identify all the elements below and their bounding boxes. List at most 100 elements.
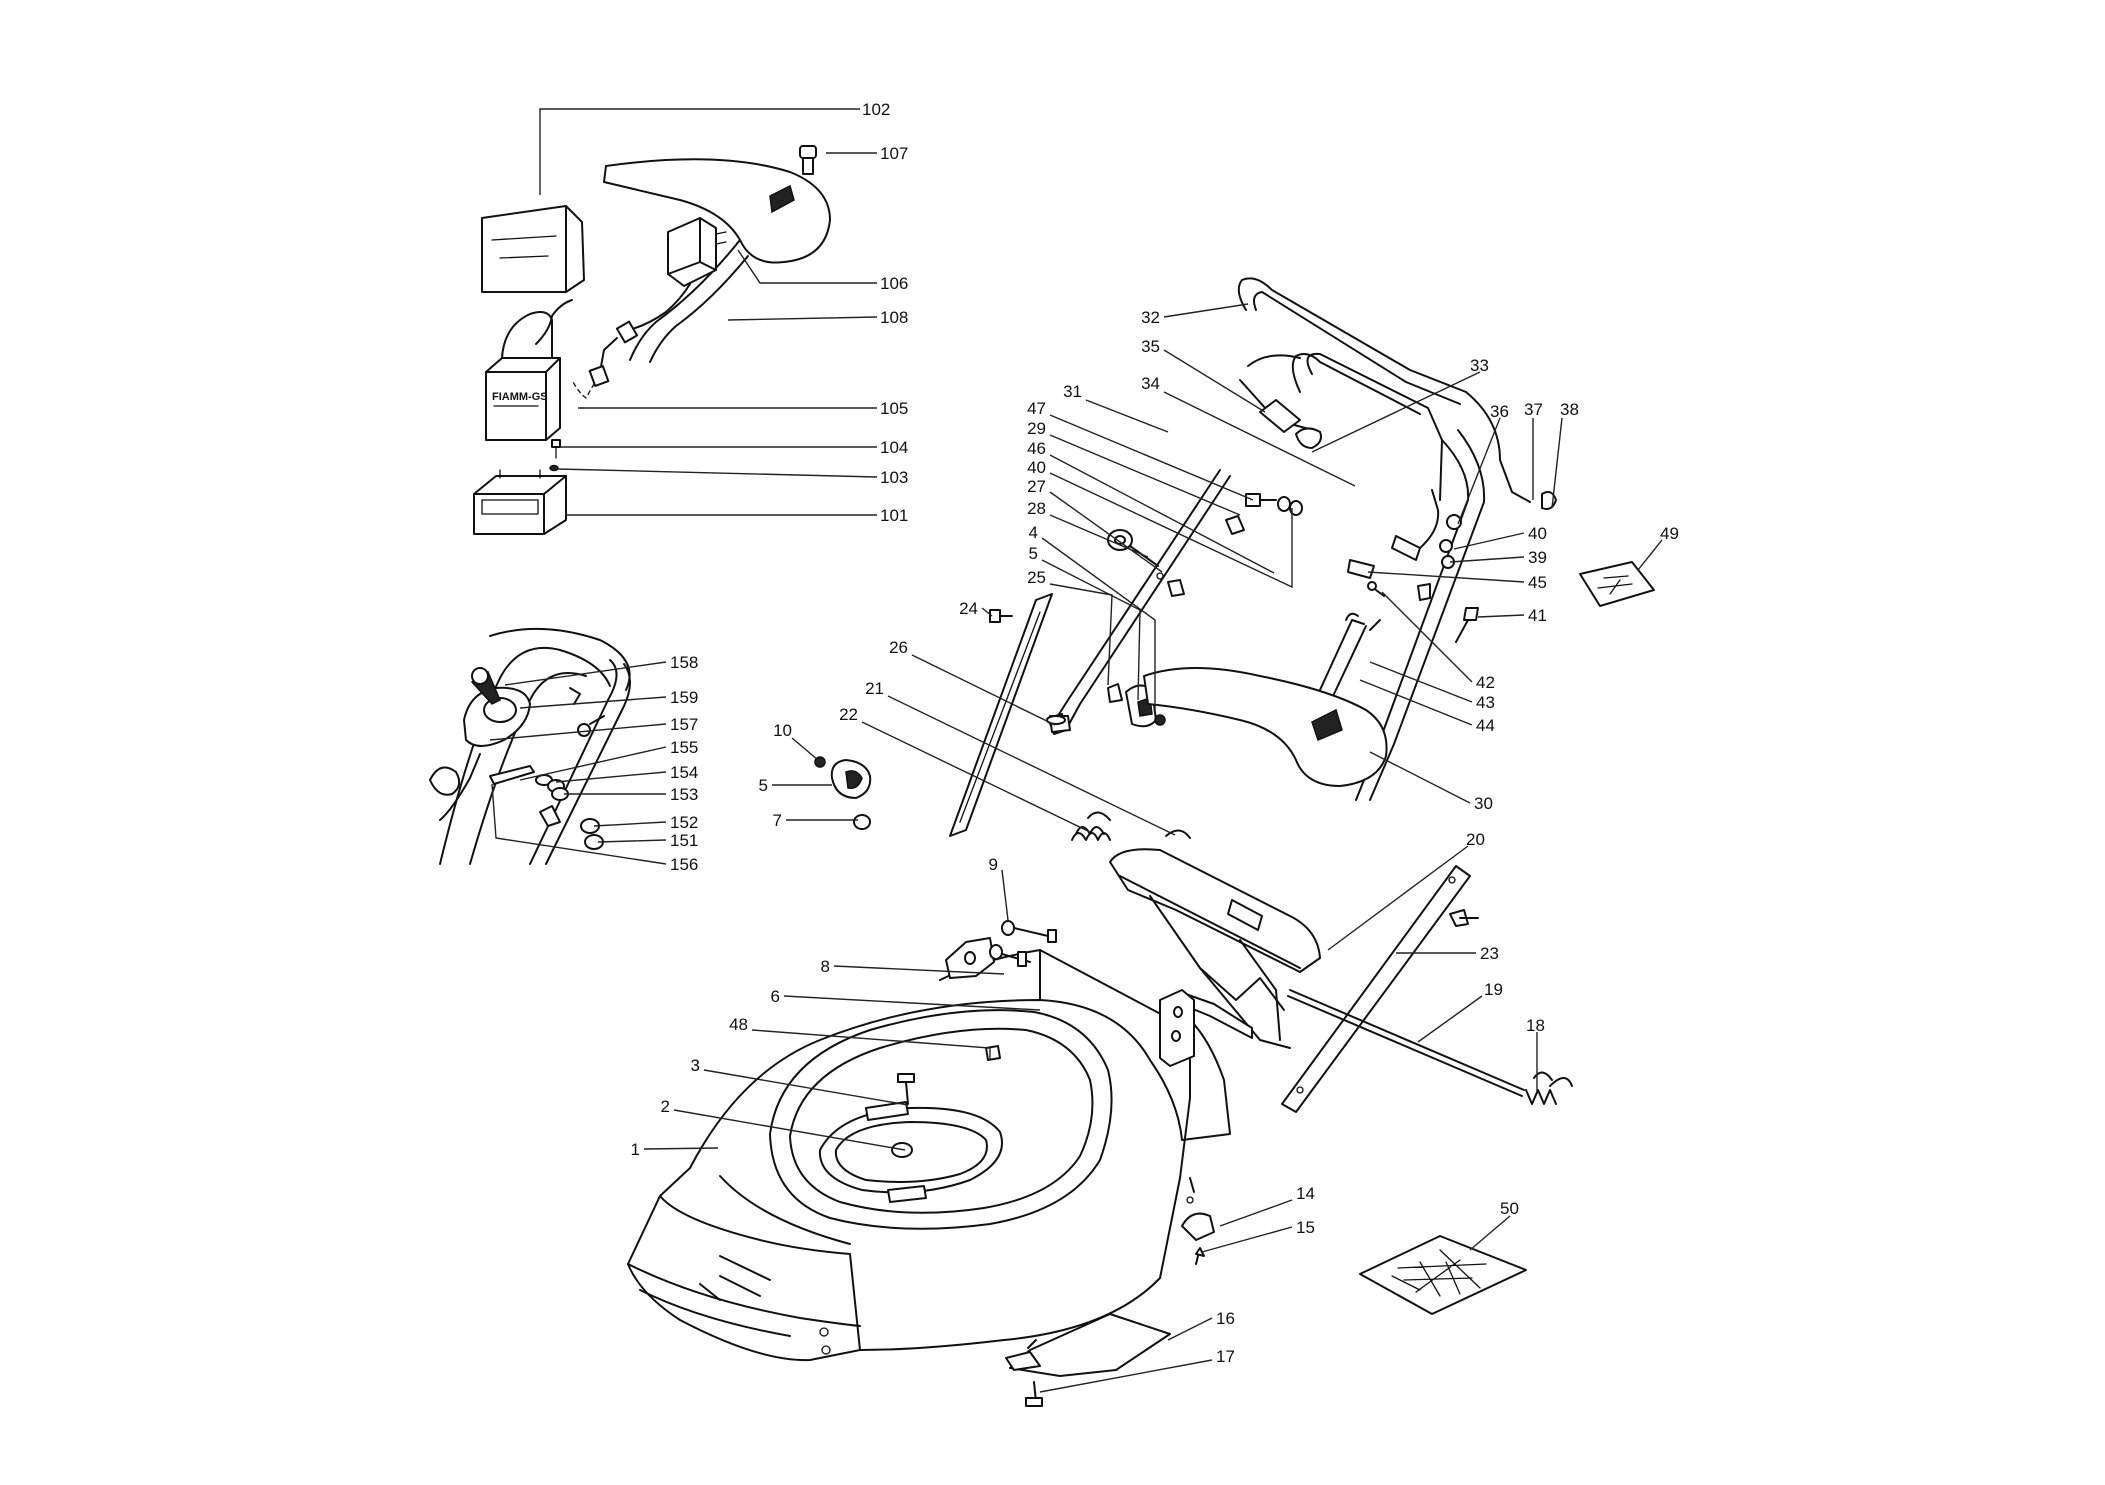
battery-105: FIAMM-GS <box>485 299 573 441</box>
leader-line <box>833 965 1005 975</box>
control-handle-30 <box>1143 612 1388 787</box>
callout-number: 103 <box>880 468 908 487</box>
callout-number: 34 <box>1141 374 1160 393</box>
callout-number: 46 <box>1027 439 1046 458</box>
leader-line <box>1049 583 1113 686</box>
battery-brand-label: FIAMM-GS <box>492 391 548 403</box>
callout-number: 106 <box>880 274 908 293</box>
callout-17: 17 <box>1039 1347 1235 1393</box>
callout-number: 18 <box>1526 1016 1545 1035</box>
callout-32: 32 <box>1141 303 1249 327</box>
callout-number: 156 <box>670 855 698 874</box>
leader-line <box>1457 417 1501 525</box>
callout-18: 18 <box>1526 1016 1545 1092</box>
leader-line <box>1041 537 1156 710</box>
leader-line <box>1167 1317 1213 1341</box>
callout-layer: 1021071061081051041031011581591571551541… <box>489 100 1679 1393</box>
callout-6: 6 <box>771 987 1041 1011</box>
callout-106: 106 <box>737 249 908 293</box>
callout-number: 15 <box>1296 1218 1315 1237</box>
callout-48: 48 <box>729 1015 991 1060</box>
callout-number: 40 <box>1027 458 1046 477</box>
callout-number: 24 <box>959 599 978 618</box>
callout-156: 156 <box>491 783 698 874</box>
callout-39: 39 <box>1449 548 1547 567</box>
leader-line <box>1359 679 1473 726</box>
callout-20: 20 <box>1327 830 1485 951</box>
callout-157: 157 <box>489 715 698 741</box>
callout-number: 108 <box>880 308 908 327</box>
callout-101: 101 <box>566 506 908 525</box>
leader-line <box>887 695 1176 836</box>
leader-line <box>1039 1359 1213 1393</box>
leader-line <box>1163 303 1249 318</box>
leader-line <box>911 654 1056 726</box>
callout-41: 41 <box>1477 606 1547 625</box>
callout-number: 105 <box>880 399 908 418</box>
callout-8: 8 <box>821 957 1005 976</box>
callout-38: 38 <box>1551 400 1579 509</box>
callout-36: 36 <box>1457 402 1509 525</box>
callout-number: 158 <box>670 653 698 672</box>
leader-line <box>593 821 667 827</box>
leader-line <box>751 1029 991 1060</box>
callout-number: 16 <box>1216 1309 1235 1328</box>
battery-inset: FIAMM-GS <box>473 145 831 535</box>
callout-14: 14 <box>1219 1184 1315 1227</box>
callout-23: 23 <box>1396 944 1499 963</box>
callout-34: 34 <box>1141 374 1356 487</box>
screw-104 <box>551 439 561 459</box>
callout-number: 155 <box>670 738 698 757</box>
leader-line <box>1049 454 1275 574</box>
callout-21: 21 <box>865 679 1176 836</box>
callout-number: 151 <box>670 831 698 850</box>
callout-5: 5 <box>1029 544 1141 701</box>
leader-line <box>1369 661 1473 703</box>
eyebolt-28 <box>1107 529 1159 567</box>
callout-number: 38 <box>1560 400 1579 419</box>
callout-number: 1 <box>631 1140 640 1159</box>
leader-line <box>1201 1226 1293 1253</box>
leader-line <box>489 723 667 741</box>
leader-line <box>673 1109 906 1151</box>
handle-grip-108 <box>603 158 831 363</box>
callout-number: 101 <box>880 506 908 525</box>
callout-102: 102 <box>539 100 890 195</box>
mower-deck-1 <box>627 920 1231 1362</box>
callout-2: 2 <box>661 1097 906 1151</box>
leader-line <box>1369 751 1471 804</box>
callout-number: 107 <box>880 144 908 163</box>
callout-151: 151 <box>597 831 698 850</box>
leader-line <box>1049 414 1254 501</box>
callout-5: 5 <box>759 776 832 795</box>
callout-number: 27 <box>1027 477 1046 496</box>
leader-line <box>1049 434 1241 516</box>
leader-line <box>597 839 667 843</box>
callout-7: 7 <box>773 811 858 830</box>
callout-number: 7 <box>773 811 782 830</box>
callout-49: 49 <box>1637 524 1679 571</box>
leader-line <box>737 249 877 284</box>
callout-number: 39 <box>1528 548 1547 567</box>
leader-line <box>1049 472 1293 589</box>
battery-cover <box>481 205 585 293</box>
callout-number: 5 <box>1029 544 1038 563</box>
callout-number: 6 <box>771 987 780 1006</box>
upper-handle <box>1237 277 1557 801</box>
callout-number: 9 <box>989 855 998 874</box>
callout-number: 17 <box>1216 1347 1235 1366</box>
leader-line <box>539 108 860 195</box>
callout-15: 15 <box>1201 1218 1315 1253</box>
callout-3: 3 <box>691 1056 909 1106</box>
callout-number: 2 <box>661 1097 670 1116</box>
callout-number: 102 <box>862 100 890 119</box>
callout-number: 152 <box>670 813 698 832</box>
callout-40: 40 <box>1027 458 1293 589</box>
callout-155: 155 <box>519 738 698 781</box>
callout-number: 32 <box>1141 308 1160 327</box>
leader-line <box>491 783 667 865</box>
callout-26: 26 <box>889 638 1056 726</box>
callout-number: 31 <box>1063 382 1082 401</box>
callout-43: 43 <box>1369 661 1495 712</box>
leader-line <box>1001 869 1009 921</box>
